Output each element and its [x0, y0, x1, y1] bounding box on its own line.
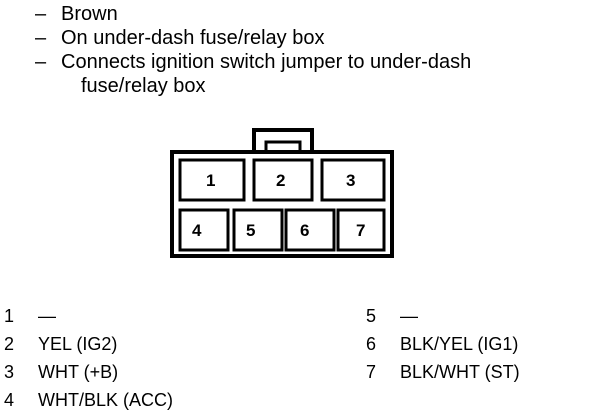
cavity-7-label: 7 [356, 221, 365, 240]
pin-wire: — [38, 306, 56, 326]
cavity-5 [232, 208, 284, 252]
pin-assignment-table: 1 — 2 YEL (IG2) 3 WHT (+B) 4 WHT/BLK (AC… [0, 302, 592, 420]
connector-face-diagram: 1 2 3 4 5 6 7 [170, 128, 394, 260]
cavity-2-label: 2 [276, 171, 285, 190]
connector-housing [170, 150, 394, 258]
cavity-5-label: 5 [246, 221, 255, 240]
cavity-7 [336, 208, 386, 252]
bullet-dash: – [35, 3, 47, 25]
pin-wire: WHT (+B) [38, 362, 119, 382]
pin-wire: BLK/WHT (ST) [400, 362, 520, 382]
pin-number: 1 [4, 306, 15, 326]
cavity-1 [178, 158, 246, 202]
bullet-color: – Brown [35, 2, 590, 26]
bullet-color-text: Brown [61, 3, 118, 25]
cavity-1-label: 1 [206, 171, 215, 190]
pin-wire: YEL (IG2) [38, 334, 118, 354]
cavity-4 [178, 208, 230, 252]
cavity-2 [252, 158, 314, 202]
cavity-3-label: 3 [346, 171, 355, 190]
cavity-3 [320, 158, 386, 202]
pin-wire: WHT/BLK (ACC) [38, 390, 173, 410]
pin-number: 4 [4, 390, 15, 410]
cavity-6 [284, 208, 336, 252]
connector-lock-tab-inner [264, 140, 302, 152]
pin-number: 3 [4, 362, 15, 382]
cavity-6-label: 6 [300, 221, 309, 240]
connector-lock-tab [252, 128, 314, 152]
bullet-location: – On under-dash fuse/relay box [35, 26, 590, 50]
pin-number: 5 [366, 306, 377, 326]
pin-number: 2 [4, 334, 15, 354]
connector-outline: 1 2 3 4 5 6 7 [170, 128, 394, 258]
pin-wire: — [400, 306, 418, 326]
pin-number: 7 [366, 362, 377, 382]
bullet-function: – Connects ignition switch jumper to und… [35, 50, 590, 98]
connector-description-list: – Brown – On under-dash fuse/relay box –… [35, 2, 590, 98]
pin-number: 6 [366, 334, 377, 354]
bullet-dash: – [35, 27, 47, 49]
pin-wire: BLK/YEL (IG1) [400, 334, 519, 354]
bullet-location-text: On under-dash fuse/relay box [61, 27, 325, 49]
cavity-4-label: 4 [192, 221, 202, 240]
bullet-function-continuation: fuse/relay box [81, 75, 206, 97]
bullet-function-text: Connects ignition switch jumper to under… [61, 51, 472, 73]
bullet-dash: – [35, 51, 47, 73]
